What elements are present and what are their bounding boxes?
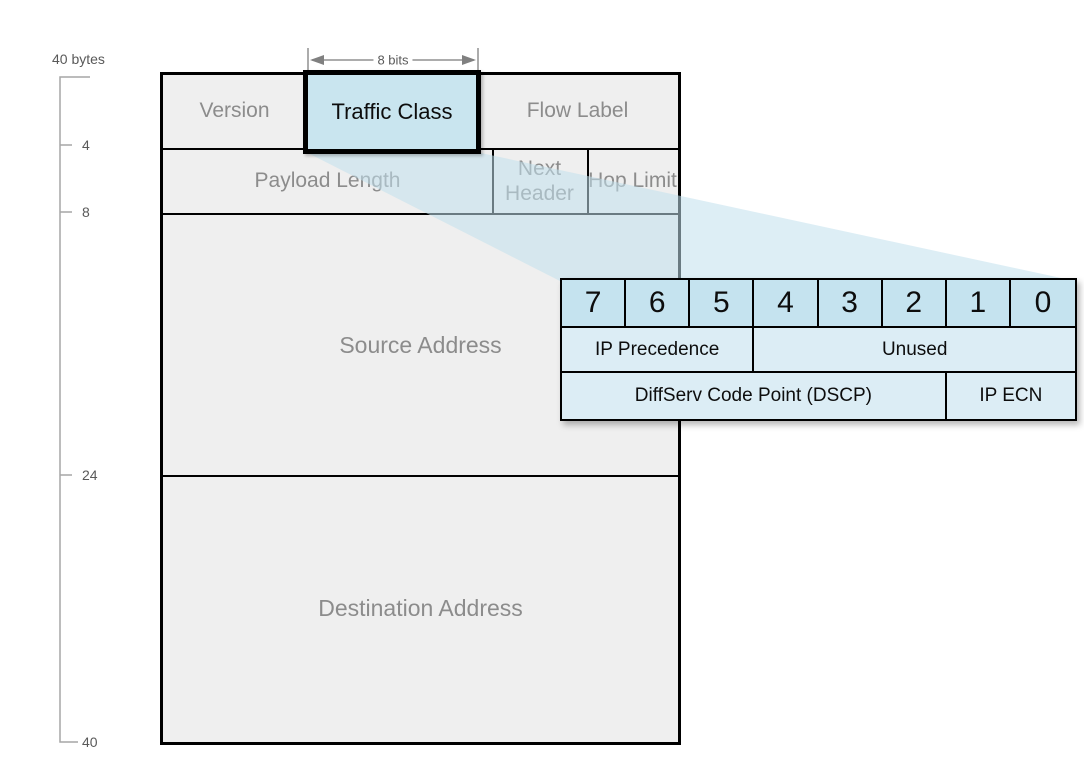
- field-version: Version: [199, 99, 270, 123]
- field-flow-label: Flow Label: [526, 99, 629, 123]
- dscp-cell: DiffServ Code Point (DSCP): [562, 373, 947, 419]
- scale-tick-8: 8: [82, 204, 90, 220]
- bit-3: 3: [818, 280, 883, 328]
- bit-1: 1: [946, 280, 1011, 328]
- scale-tick-40: 40: [82, 734, 98, 750]
- ip-precedence-cell: IP Precedence: [562, 328, 755, 373]
- bit-7: 7: [562, 280, 627, 328]
- bit-6: 6: [626, 280, 691, 328]
- scale-tick-24: 24: [82, 467, 98, 483]
- bit-5: 5: [690, 280, 755, 328]
- ip-ecn-cell: IP ECN: [946, 373, 1075, 419]
- bit-number-row: 7 6 5 4 3 2 1 0: [562, 280, 1075, 328]
- precedence-row: IP Precedence Unused: [562, 328, 1075, 373]
- traffic-class-bit-table: 7 6 5 4 3 2 1 0 IP Precedence Unused Dif…: [560, 278, 1077, 421]
- scale-tick-4: 4: [82, 137, 90, 153]
- field-hop-limit: Hop Limit: [588, 169, 677, 193]
- field-next-header: Next Header: [505, 157, 574, 205]
- bit-4: 4: [754, 280, 819, 328]
- unused-cell: Unused: [754, 328, 1075, 373]
- field-payload-length: Payload Length: [254, 169, 401, 193]
- bit-width-label: 8 bits: [373, 52, 413, 68]
- byte-scale-title: 40 bytes: [52, 51, 105, 67]
- field-traffic-class: Traffic Class: [303, 70, 481, 154]
- bit-2: 2: [882, 280, 947, 328]
- dscp-row: DiffServ Code Point (DSCP) IP ECN: [562, 373, 1075, 419]
- field-destination-address: Destination Address: [318, 594, 523, 621]
- field-source-address: Source Address: [339, 331, 502, 358]
- bit-0: 0: [1010, 280, 1075, 328]
- row-divider-3: [163, 475, 678, 477]
